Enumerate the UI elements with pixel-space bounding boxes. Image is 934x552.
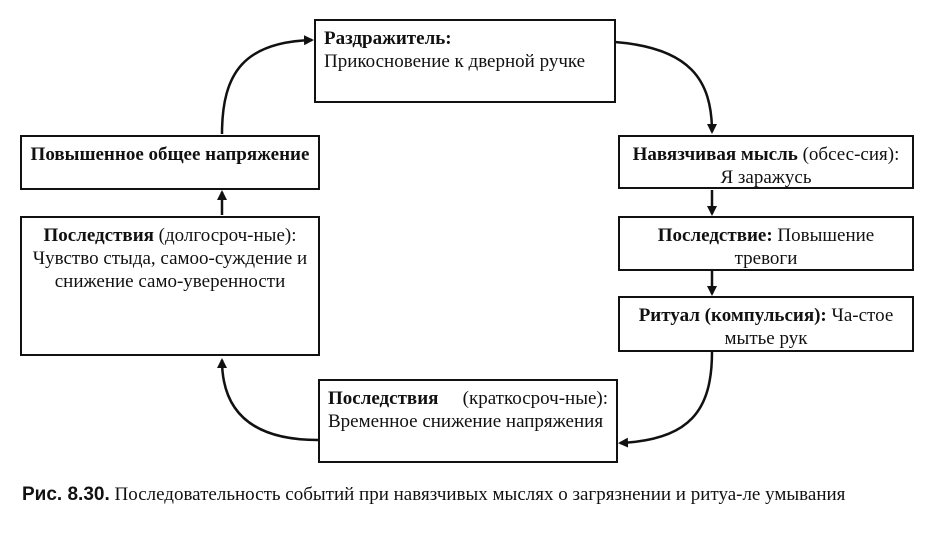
stimulus-title: Раздражитель: [324, 28, 452, 49]
consequence-anxiety-title: Последствие: [657, 225, 773, 246]
obsession-box: Навязчивая мысль (обсес-сия): Я заражусь [618, 135, 914, 189]
ritual-title: Ритуал (компульсия): [638, 305, 827, 326]
stimulus-text: Прикосновение к дверной ручке [324, 51, 586, 72]
caption-label: Рис. 8.30. [22, 484, 110, 505]
long-term-text: (долгосроч-ные): Чувство стыда, самоо-су… [32, 225, 308, 292]
caption-text: Последовательность событий при навязчивы… [109, 484, 846, 505]
short-term-text: (краткосроч-ные): Временное снижение нап… [328, 388, 608, 432]
stimulus-box: Раздражитель: Прикосновение к дверной ру… [314, 19, 616, 103]
short-term-box: Последствия (краткосроч-ные): Временное … [318, 379, 618, 463]
tension-box: Повышенное общее напряжение [20, 135, 320, 190]
consequence-anxiety-text: Повышение тревоги [734, 225, 875, 269]
ritual-text: Ча-стое мытье рук [724, 305, 894, 349]
tension-title: Повышенное общее напряжение [30, 144, 310, 165]
consequence-anxiety-box: Последствие: Повышение тревоги [618, 216, 914, 271]
obsession-text: (обсес-сия): Я заражусь [720, 144, 900, 188]
ritual-box: Ритуал (компульсия): Ча-стое мытье рук [618, 296, 914, 352]
obsession-title: Навязчивая мысль [632, 144, 798, 165]
long-term-title: Последствия [43, 225, 154, 246]
arrow-stimulus-to-obsession [614, 40, 717, 134]
short-term-title: Последствия [328, 388, 439, 409]
arrow-tension-to-stimulus [220, 35, 314, 135]
figure-caption: Рис. 8.30. Последовательность событий пр… [22, 483, 917, 507]
arrow-shortterm-to-longterm [217, 358, 319, 442]
long-term-box: Последствия (долгосроч-ные): Чувство сты… [20, 216, 320, 356]
arrow-ritual-to-shortterm [618, 351, 714, 448]
